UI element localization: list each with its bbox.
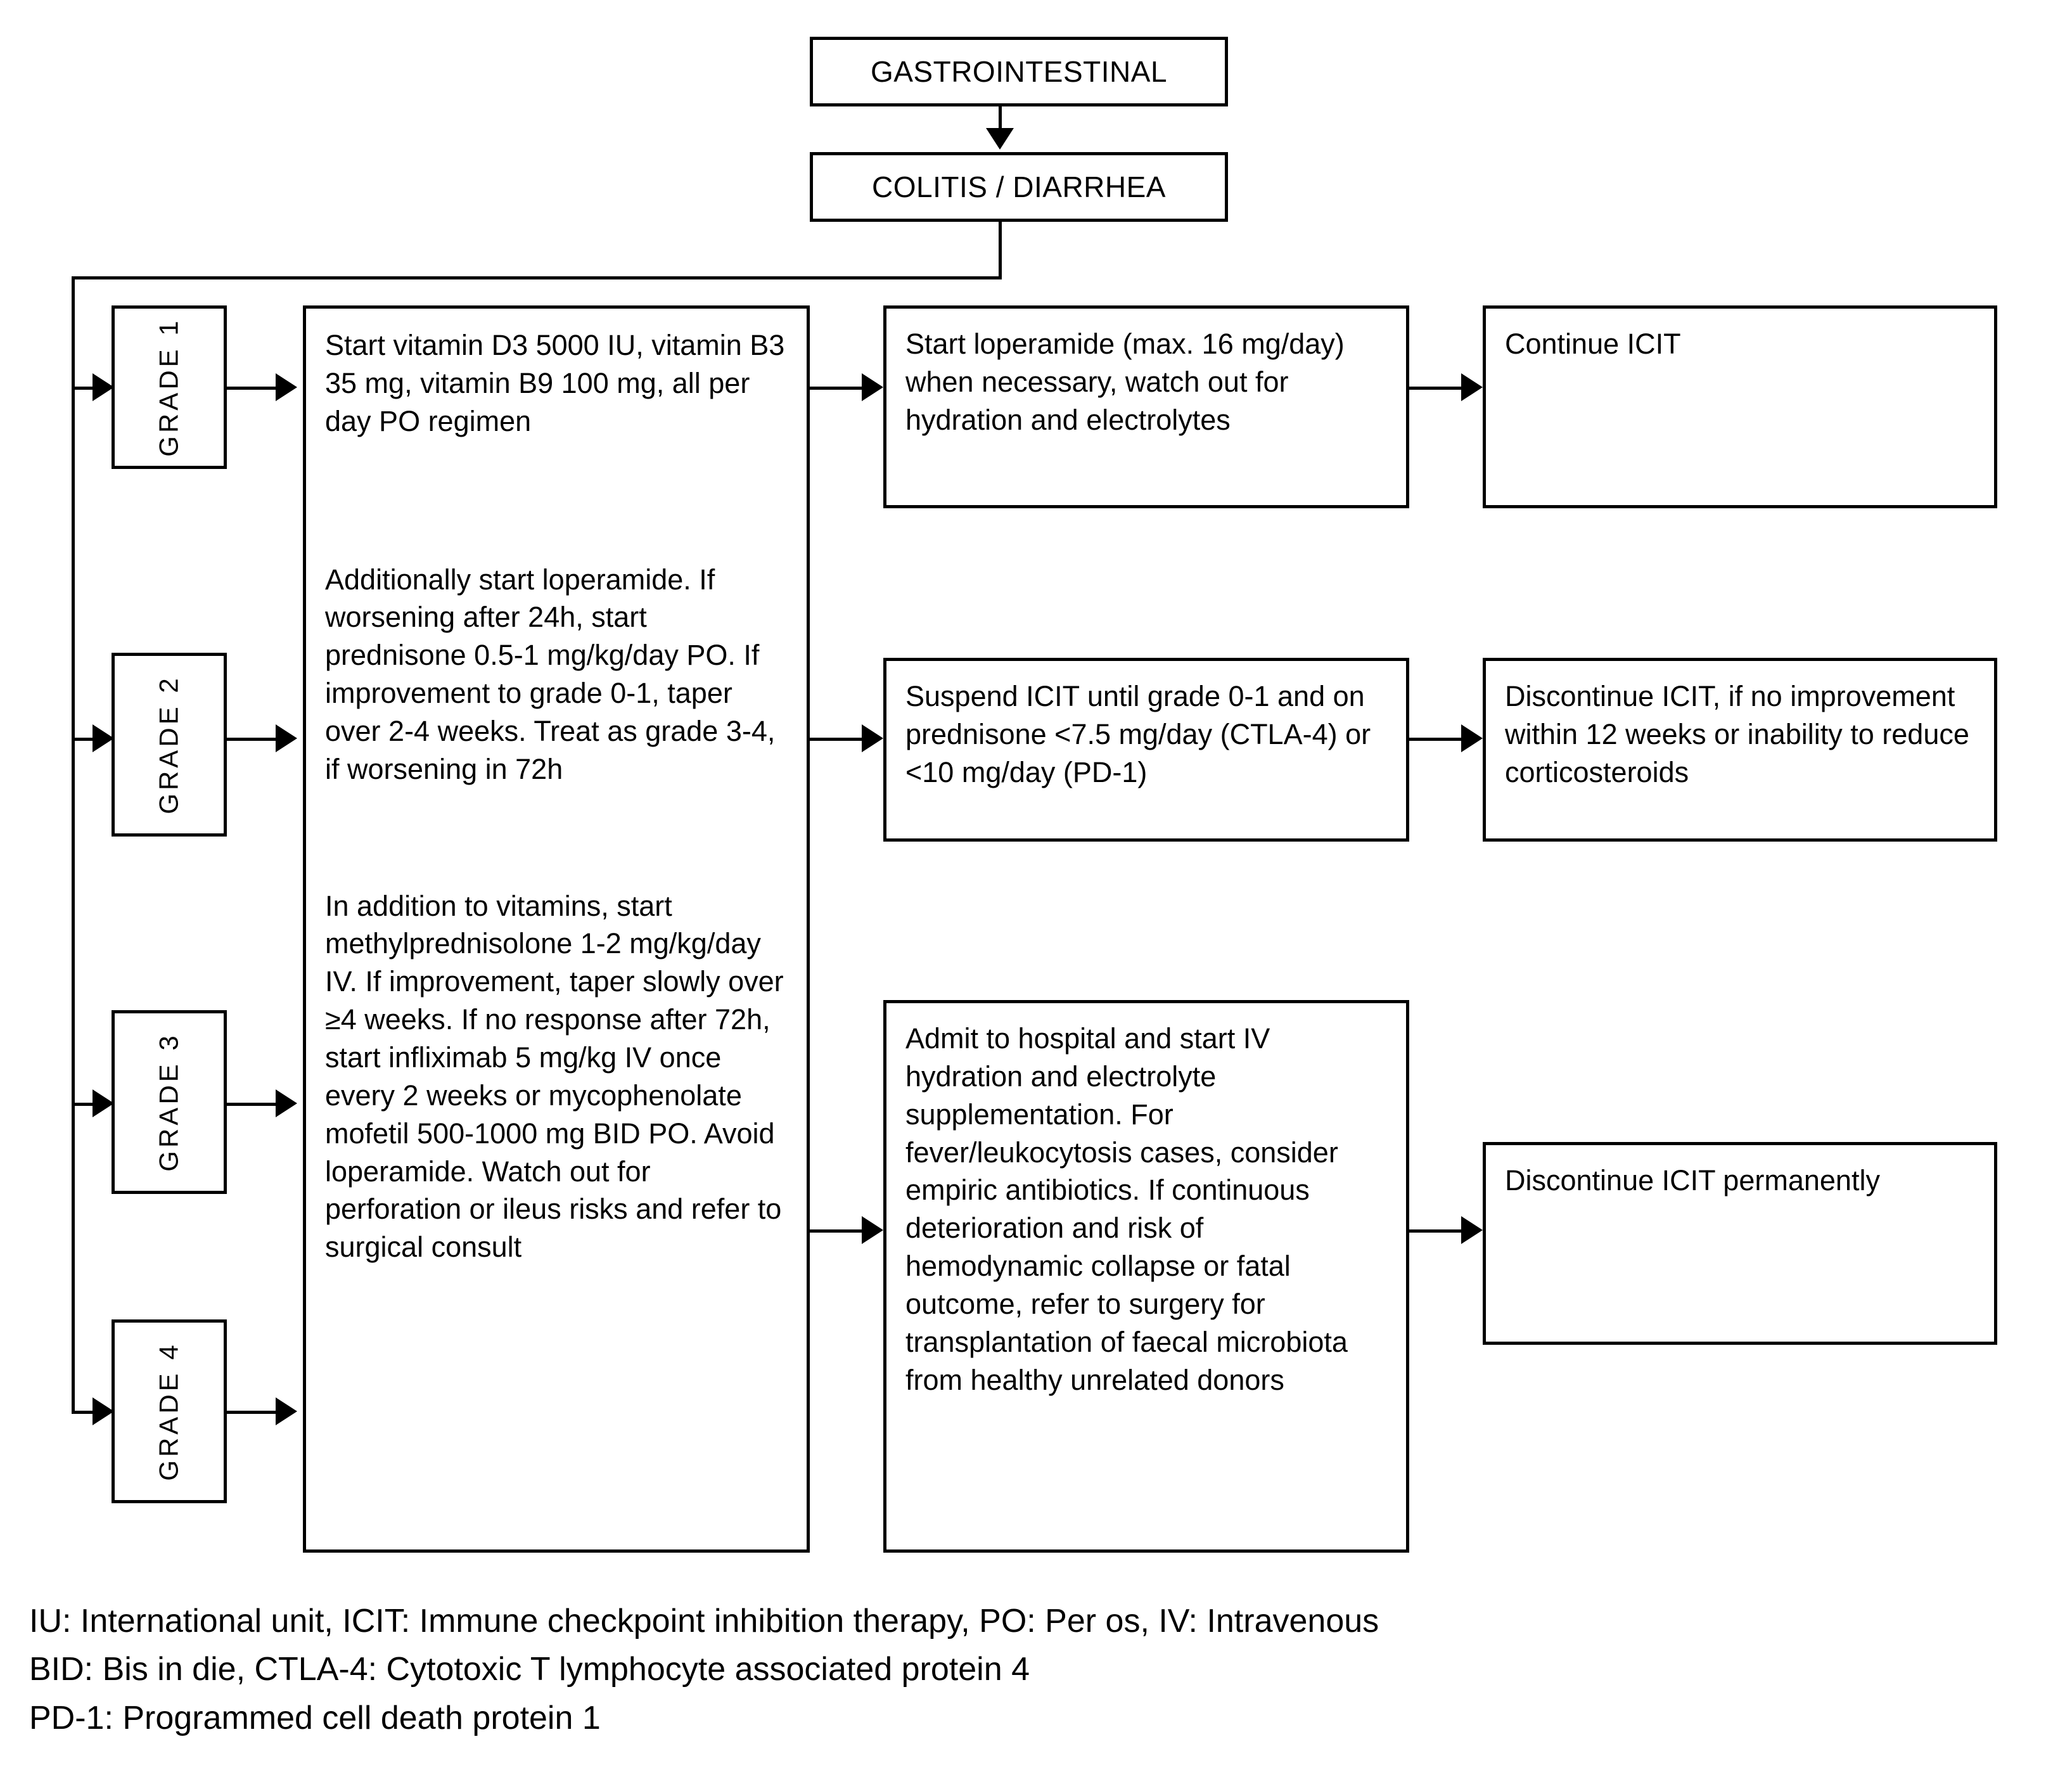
treatment-grade1-text: Start vitamin D3 5000 IU, vitamin B3 35 …: [325, 329, 793, 437]
connector-grade1-to-treatment: [227, 387, 284, 390]
secondary-box-grade2: Suspend ICIT until grade 0-1 and on pred…: [883, 658, 1409, 842]
arrow-bus-to-grade-4: [93, 1397, 114, 1425]
legend-line-3: PD-1: Programmed cell death protein 1: [29, 1699, 601, 1736]
bus-stub-grade-4: [72, 1411, 102, 1414]
grade-label-1: GRADE 1: [154, 318, 184, 457]
connector-treatment2-to-secondary2: [810, 738, 871, 741]
treatment-grade2-text: Additionally start loperamide. If worsen…: [325, 563, 783, 785]
arrow-treatment1-to-secondary1: [862, 373, 883, 401]
treatment-grade34-text: In addition to vitamins, start methylpre…: [325, 889, 792, 1264]
abbreviation-legend: IU: International unit, ICIT: Immune che…: [29, 1597, 1993, 1742]
arrow-grade4-to-treatment: [276, 1397, 297, 1425]
arrow-bus-to-grade-3: [93, 1089, 114, 1117]
secondary-grade34-text: Admit to hospital and start IV hydration…: [905, 1022, 1356, 1396]
arrow-grade3-to-treatment: [276, 1089, 297, 1117]
grade-label-4: GRADE 4: [154, 1342, 184, 1481]
bus-stub-grade-2: [72, 738, 102, 741]
grade-box-2: GRADE 2: [112, 653, 227, 837]
arrow-bus-to-grade-1: [93, 373, 114, 401]
grade-label-3: GRADE 3: [154, 1032, 184, 1172]
outcome-box-grade34: Discontinue ICIT permanently: [1483, 1142, 1997, 1345]
secondary-grade1-text: Start loperamide (max. 16 mg/day) when n…: [905, 328, 1353, 436]
arrow-secondary1-to-outcome1: [1461, 373, 1483, 401]
outcome-grade2-text: Discontinue ICIT, if no improvement with…: [1505, 680, 1978, 788]
arrow-bus-to-grade-2: [93, 724, 114, 752]
connector-secondary34-to-outcome34: [1409, 1229, 1470, 1233]
node-colitis-diarrhea: COLITIS / DIARRHEA: [810, 152, 1228, 222]
grade-box-1: GRADE 1: [112, 305, 227, 469]
arrow-grade2-to-treatment: [276, 724, 297, 752]
connector-secondary2-to-outcome2: [1409, 738, 1470, 741]
connector-grade3-to-treatment: [227, 1103, 284, 1106]
arrow-grade1-to-treatment: [276, 373, 297, 401]
outcome-grade34-text: Discontinue ICIT permanently: [1505, 1164, 1880, 1196]
legend-line-1: IU: International unit, ICIT: Immune che…: [29, 1603, 1379, 1639]
connector-secondary1-to-outcome1: [1409, 387, 1470, 390]
outcome-box-grade2: Discontinue ICIT, if no improvement with…: [1483, 658, 1997, 842]
arrow-treatment34-to-secondary34: [862, 1216, 883, 1244]
outcome-grade1-text: Continue ICIT: [1505, 328, 1681, 360]
secondary-box-grade1: Start loperamide (max. 16 mg/day) when n…: [883, 305, 1409, 508]
bus-stub-grade-1: [72, 387, 102, 390]
connector-treatment34-to-secondary34: [810, 1229, 871, 1233]
bus-vertical-spine: [72, 276, 75, 1411]
secondary-box-grade34: Admit to hospital and start IV hydration…: [883, 1000, 1409, 1553]
bus-drop-from-colitis: [999, 222, 1002, 279]
outcome-box-grade1: Continue ICIT: [1483, 305, 1997, 508]
arrow-gi-to-colitis: [986, 128, 1014, 150]
legend-line-2: BID: Bis in die, CTLA-4: Cytotoxic T lym…: [29, 1651, 1030, 1688]
secondary-grade2-text: Suspend ICIT until grade 0-1 and on pred…: [905, 680, 1379, 788]
grade-label-2: GRADE 2: [154, 675, 184, 814]
arrow-treatment2-to-secondary2: [862, 724, 883, 752]
arrow-secondary34-to-outcome34: [1461, 1216, 1483, 1244]
node-gastrointestinal: GASTROINTESTINAL: [810, 37, 1228, 106]
bus-stub-grade-3: [72, 1103, 102, 1106]
grade-box-4: GRADE 4: [112, 1319, 227, 1503]
connector-gi-to-colitis: [999, 106, 1002, 143]
connector-grade4-to-treatment: [227, 1411, 284, 1414]
connector-treatment1-to-secondary1: [810, 387, 871, 390]
connector-grade2-to-treatment: [227, 738, 284, 741]
grade-box-3: GRADE 3: [112, 1010, 227, 1194]
node-colitis-diarrhea-label: COLITIS / DIARRHEA: [872, 170, 1166, 203]
treatment-column-box: Start vitamin D3 5000 IU, vitamin B3 35 …: [303, 305, 810, 1553]
bus-horizontal-top: [72, 276, 1002, 279]
node-gastrointestinal-label: GASTROINTESTINAL: [870, 55, 1168, 88]
arrow-secondary2-to-outcome2: [1461, 724, 1483, 752]
